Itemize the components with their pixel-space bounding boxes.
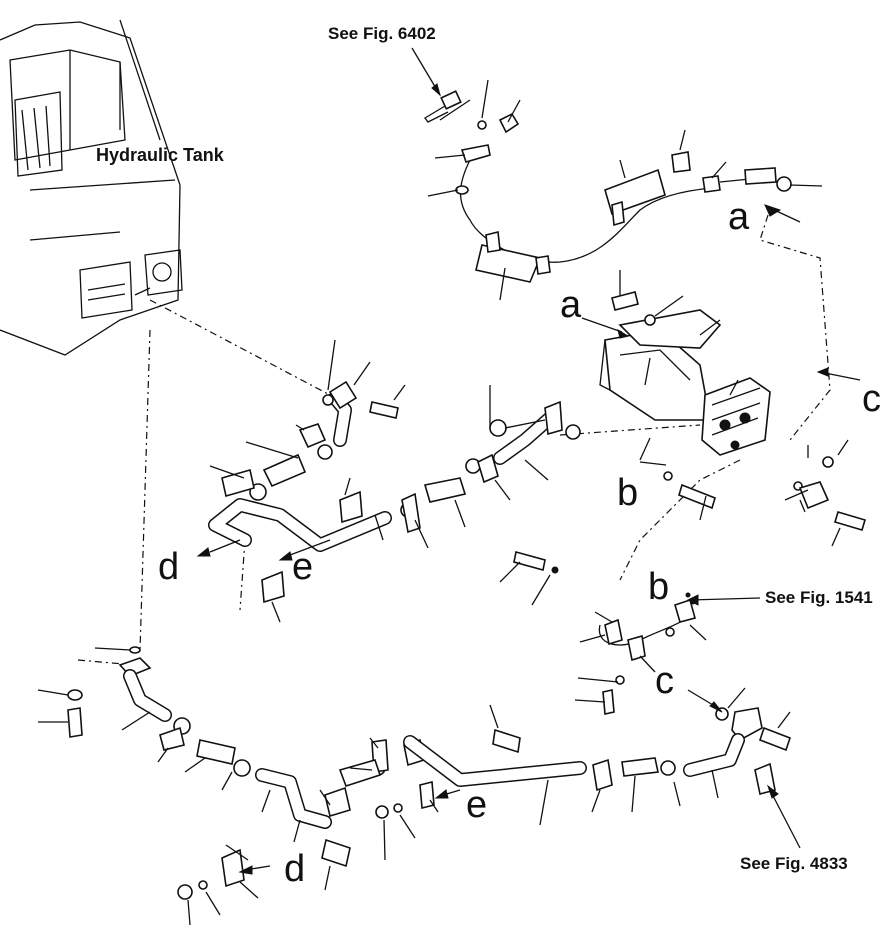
connection-letter-d-upper: d — [158, 546, 180, 588]
connection-letter-d-lower: d — [284, 848, 306, 890]
connection-letter-e-upper: e — [292, 546, 314, 588]
hydraulic-tank-label: Hydraulic Tank — [96, 145, 224, 165]
see-fig-1541-label: See Fig. 1541 — [765, 588, 873, 607]
see-fig-4833-label: See Fig. 4833 — [740, 854, 848, 873]
lower-hose-run — [67, 646, 676, 900]
middle-hose-run — [208, 380, 581, 604]
connection-letter-b-lower: b — [648, 566, 670, 608]
connection-letter-c-upper: c — [862, 378, 881, 420]
connection-letter-c-lower: c — [655, 660, 674, 702]
connection-letter-a-lower: a — [560, 284, 582, 326]
connection-letter-b-upper: b — [617, 472, 639, 514]
connection-letter-a-upper: a — [728, 196, 750, 238]
valve-assembly — [599, 291, 866, 531]
hydraulic-tank — [0, 19, 183, 356]
connection-letter-e-lower: e — [466, 784, 488, 826]
leader-lines — [37, 47, 861, 926]
pilot-line-upper — [424, 90, 792, 283]
see-fig-6402-label: See Fig. 6402 — [328, 24, 436, 43]
